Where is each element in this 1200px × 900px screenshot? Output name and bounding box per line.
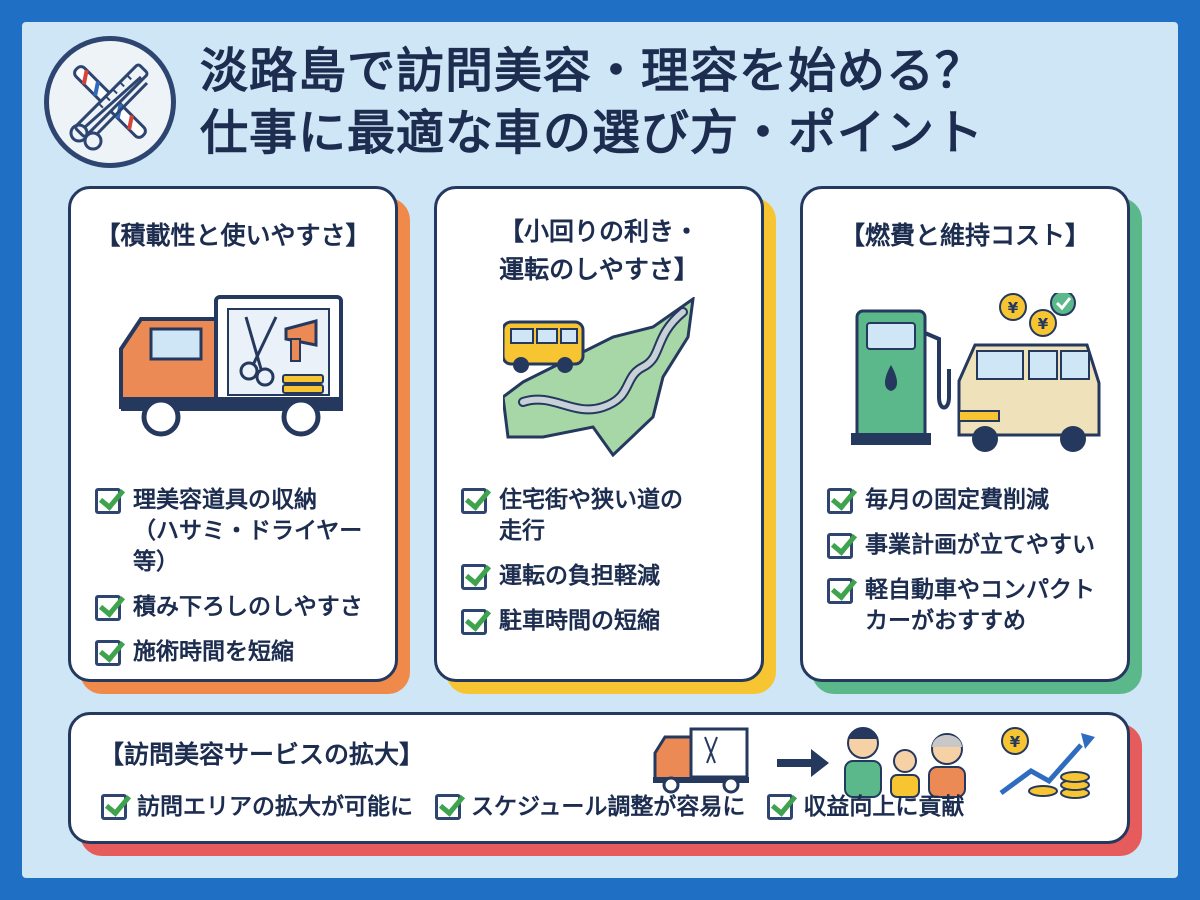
checkbox-icon: [461, 609, 487, 635]
list-item: 軽自動車やコンパクト カーがおすすめ: [827, 575, 1117, 637]
checkbox-icon: [95, 640, 121, 666]
svg-text:¥: ¥: [1008, 299, 1019, 317]
svg-text:¥: ¥: [1010, 733, 1021, 751]
card-title: 【小回りの利き・ 運転のしやすさ】: [498, 217, 699, 284]
title-line-2: 仕事に最適な車の選び方・ポイント: [200, 105, 985, 161]
list-item: 住宅街や狭い道の 走行: [461, 485, 751, 547]
checkbox-icon: [461, 488, 487, 514]
fuel-pump-and-kei-van-icon: ¥ ¥: [847, 290, 1107, 467]
card-body: 【燃費と維持コスト】 ¥ ¥: [800, 186, 1130, 682]
card-title: 【積載性と使いやすさ】: [95, 221, 371, 250]
list-item: 積み下ろしのしやすさ: [95, 592, 385, 623]
list-item-text: 収益向上に貢献: [803, 794, 965, 820]
list-item: 訪問エリアの拡大が可能に: [101, 791, 413, 823]
svg-text:¥: ¥: [1038, 315, 1049, 333]
checkbox-icon: [461, 564, 487, 590]
list-item-text: 駐車時間の短縮: [499, 608, 660, 634]
list-item-text: 事業計画が立てやすい: [865, 532, 1095, 558]
list-item-text: 訪問エリアの拡大が可能に: [137, 794, 413, 820]
card-checklist: 住宅街や狭い道の 走行 運転の負担軽減 駐車時間の短縮: [461, 485, 751, 651]
truck-arrow-customers-growth-icon: ¥: [651, 723, 1111, 807]
card-maneuverability: 【小回りの利き・ 運転のしやすさ】 住宅街や狭い道の 走行 運転の負担軽減 駐車…: [434, 186, 776, 694]
list-item-text: 施術時間を短縮: [133, 639, 294, 665]
banner-checklist: 訪問エリアの拡大が可能に スケジュール調整が容易に 収益向上に貢献: [101, 791, 964, 823]
list-item-text: 理美容道具の収納 （ハサミ・ドライヤー等）: [133, 487, 363, 575]
page-title: 淡路島で訪問美容・理容を始める？ 仕事に最適な車の選び方・ポイント: [200, 40, 1160, 164]
truck-with-tools-icon: [111, 289, 361, 453]
list-item: 理美容道具の収納 （ハサミ・ドライヤー等）: [95, 485, 385, 578]
list-item: 事業計画が立てやすい: [827, 530, 1117, 561]
card-body: 【小回りの利き・ 運転のしやすさ】 住宅街や狭い道の 走行 運転の負担軽減 駐車…: [434, 186, 764, 682]
checkbox-icon: [827, 578, 853, 604]
checkbox-icon: [101, 794, 127, 820]
checkbox-icon: [827, 488, 853, 514]
title-line-1: 淡路島で訪問美容・理容を始める？: [200, 43, 985, 99]
list-item: 毎月の固定費削減: [827, 485, 1117, 516]
barber-logo-icon: [44, 36, 176, 168]
list-item-text: 毎月の固定費削減: [865, 487, 1049, 513]
card-loading-capacity: 【積載性と使いやすさ】 理美容道具の収納 （ハサミ・ドライヤ: [68, 186, 410, 694]
list-item-text: スケジュール調整が容易に: [471, 794, 746, 820]
checkbox-icon: [827, 533, 853, 559]
list-item-text: 住宅街や狭い道の 走行: [499, 487, 683, 544]
banner-service-expansion: 【訪問美容サービスの拡大】 ¥: [68, 712, 1142, 856]
list-item-text: 軽自動車やコンパクト カーがおすすめ: [865, 577, 1095, 634]
list-item: 施術時間を短縮: [95, 637, 385, 668]
checkbox-icon: [95, 595, 121, 621]
checkbox-icon: [95, 488, 121, 514]
list-item-text: 積み下ろしのしやすさ: [133, 594, 363, 620]
card-title: 【燃費と維持コスト】: [839, 221, 1090, 250]
card-body: 【積載性と使いやすさ】 理美容道具の収納 （ハサミ・ドライヤ: [68, 186, 398, 682]
banner-title: 【訪問美容サービスの拡大】: [99, 740, 425, 769]
card-checklist: 毎月の固定費削減 事業計画が立てやすい 軽自動車やコンパクト カーがおすすめ: [827, 485, 1117, 651]
list-item: 運転の負担軽減: [461, 561, 751, 592]
card-checklist: 理美容道具の収納 （ハサミ・ドライヤー等） 積み下ろしのしやすさ 施術時間を短縮: [95, 485, 385, 682]
checkbox-icon: [767, 794, 794, 820]
list-item: スケジュール調整が容易に: [435, 791, 745, 823]
minivan-on-island-road-icon: [501, 295, 703, 461]
list-item: 収益向上に貢献: [767, 791, 964, 823]
list-item: 駐車時間の短縮: [461, 606, 751, 637]
banner-body: 【訪問美容サービスの拡大】 ¥: [68, 712, 1130, 844]
checkbox-icon: [435, 794, 461, 820]
card-fuel-cost: 【燃費と維持コスト】 ¥ ¥: [800, 186, 1142, 694]
list-item-text: 運転の負担軽減: [499, 563, 660, 589]
